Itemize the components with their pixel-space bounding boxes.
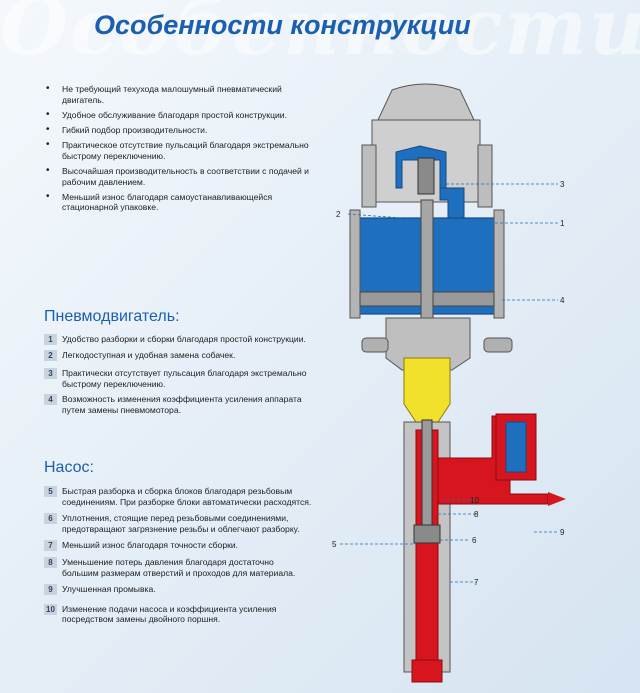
pump-item: 7 Меньший износ благодаря точности сборки… xyxy=(44,540,312,552)
item-number-badge: 4 xyxy=(44,394,57,406)
background-watermark: Особенности xyxy=(0,0,640,73)
item-number-badge: 5 xyxy=(44,486,57,497)
callout-line-2 xyxy=(347,213,403,219)
item-number-badge: 6 xyxy=(44,513,57,525)
item-text: Изменение подачи насоса и коэффициента у… xyxy=(62,603,277,625)
motor-item: 2 Легкодоступная и удобная замена собачек… xyxy=(44,349,312,361)
outlet-stub-left xyxy=(361,337,389,353)
motor-list: 1 Удобство разборки и сборки благодаря пр… xyxy=(44,334,312,416)
feature-item: Высочайшая производительность в соответс… xyxy=(44,166,312,187)
item-text: Быстрая разборка и сборка блоков благода… xyxy=(62,486,312,507)
material-outlet-pipe xyxy=(437,415,549,505)
pump-item: 9 Улучшенная промывка. xyxy=(44,584,312,596)
motor-valve-spool xyxy=(417,157,435,195)
item-number-badge: 1 xyxy=(44,334,57,345)
item-number-badge: 3 xyxy=(44,368,57,380)
motor-frame-right xyxy=(477,144,493,208)
motor-top-cap xyxy=(377,83,475,121)
item-number-badge: 8 xyxy=(44,556,57,568)
motor-item: 3 Практически отсутствует пульсация благо… xyxy=(44,368,312,389)
callout-4: 4 xyxy=(560,296,565,305)
pump-cross-section-diagram: 3 2 1 4 10 8 9 5 6 7 xyxy=(332,83,566,683)
callout-8: 8 xyxy=(474,510,479,519)
callout-9: 9 xyxy=(560,528,565,537)
pump-item: 8 Уменьшение потерь давления благодаря до… xyxy=(44,556,312,578)
item-text: Практически отсутствует пульсация благод… xyxy=(62,368,307,389)
feature-list: Не требующий техухода малошумный пневмат… xyxy=(44,84,312,218)
outlet-stub-right xyxy=(483,337,513,353)
item-number-badge: 2 xyxy=(44,349,57,361)
page-title: Особенности конструкции xyxy=(94,10,471,40)
item-number-badge: 10 xyxy=(44,603,57,615)
pump-heading: Насос: xyxy=(44,459,94,476)
pump-list: 5 Быстрая разборка и сборка блоков благод… xyxy=(44,486,312,625)
item-text: Уплотнения, стоящие перед резьбовыми сое… xyxy=(62,513,300,534)
motor-cylinder-wall-right xyxy=(493,209,505,319)
pump-item: 10 Изменение подачи насоса и коэффициента… xyxy=(44,603,312,625)
feature-item: Удобное обслуживание благодаря простой к… xyxy=(44,110,312,121)
item-number-badge: 9 xyxy=(44,584,57,596)
pump-rod xyxy=(421,419,433,531)
item-text: Улучшенная промывка. xyxy=(62,584,156,595)
callout-5: 5 xyxy=(332,540,337,549)
motor-valve-air-channel xyxy=(395,145,447,189)
motor-heading: Пневмодвигатель: xyxy=(44,308,180,325)
callout-labels: 3 2 1 4 10 8 9 5 6 7 xyxy=(332,180,565,587)
double-piston xyxy=(413,524,441,544)
item-text: Легкодоступная и удобная замена собачек. xyxy=(62,349,236,360)
callout-10: 10 xyxy=(470,496,479,505)
callout-3: 3 xyxy=(560,180,565,189)
item-number-badge: 7 xyxy=(44,540,57,552)
outlet-flow-arrow xyxy=(548,492,566,506)
motor-item: 4 Возможность изменения коэффициента усил… xyxy=(44,394,312,415)
item-text: Уменьшение потерь давления благодаря дос… xyxy=(62,556,296,578)
motor-frame-left xyxy=(361,144,377,208)
feature-item: Меньший износ благодаря самоустанавливаю… xyxy=(44,192,312,213)
item-text: Удобство разборки и сборки благодаря про… xyxy=(62,334,306,344)
feature-item: Гибкий подбор производительности. xyxy=(44,125,312,136)
transition-block xyxy=(385,317,471,371)
motor-item: 1 Удобство разборки и сборки благодаря пр… xyxy=(44,334,312,345)
solvent-cup xyxy=(403,357,451,423)
callout-7: 7 xyxy=(474,578,479,587)
filter-element xyxy=(505,421,527,473)
pump-item: 6 Уплотнения, стоящие перед резьбовыми со… xyxy=(44,513,312,534)
item-text: Возможность изменения коэффициента усиле… xyxy=(62,394,302,415)
motor-cylinder-wall-left xyxy=(349,209,361,319)
item-text: Меньший износ благодаря точности сборки. xyxy=(62,540,239,551)
foot-valve xyxy=(411,659,443,683)
callout-1: 1 xyxy=(560,219,565,228)
callout-2: 2 xyxy=(336,210,341,219)
pump-item: 5 Быстрая разборка и сборка блоков благод… xyxy=(44,486,312,507)
feature-item: Не требующий техухода малошумный пневмат… xyxy=(44,84,312,105)
callout-6: 6 xyxy=(472,536,477,545)
feature-item: Практическое отсутствие пульсаций благод… xyxy=(44,140,312,161)
